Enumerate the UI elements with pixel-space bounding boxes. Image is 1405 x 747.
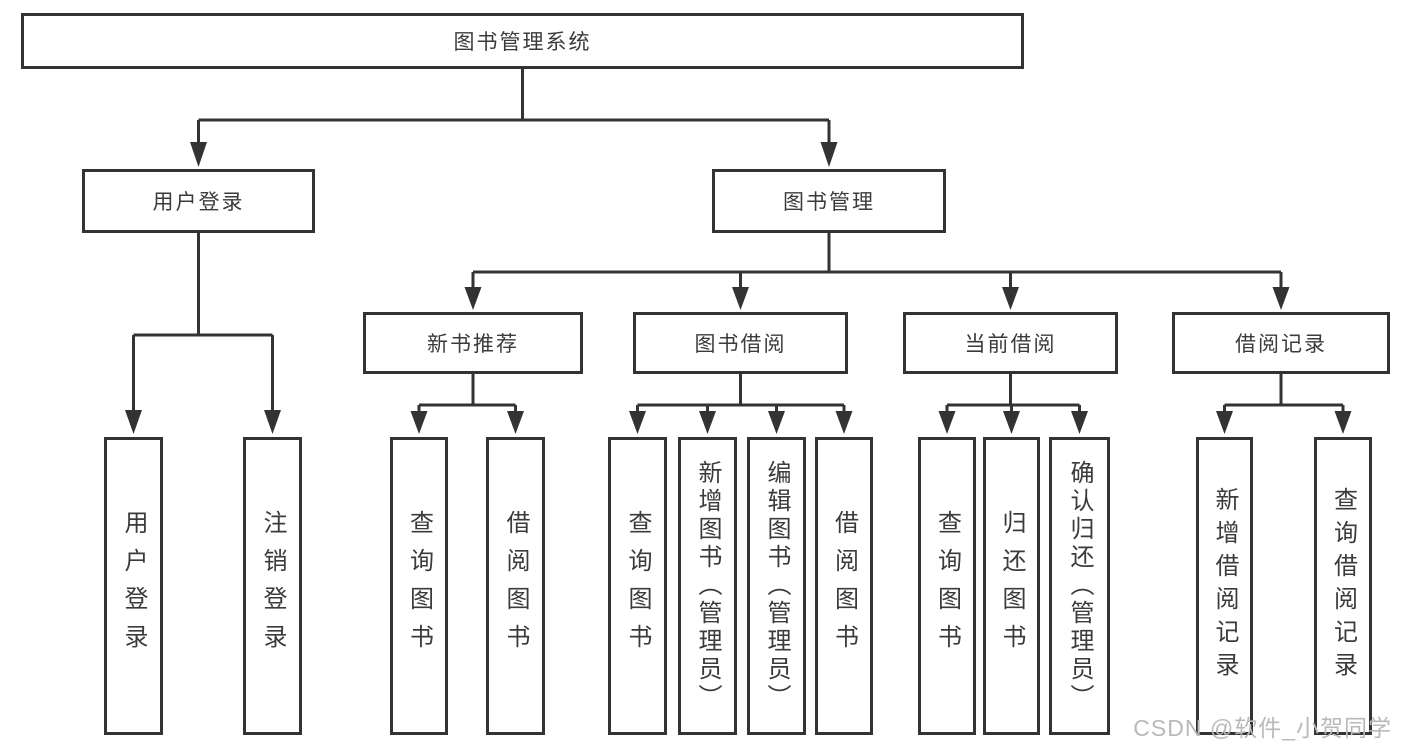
arrow-icon [1334, 411, 1352, 434]
node-label: 注销登录 [259, 510, 286, 662]
arrowheads [125, 142, 1352, 434]
arrow-icon [507, 411, 524, 434]
node-label: 查询图书 [933, 510, 961, 662]
node-label: 图书管理 [783, 191, 875, 214]
csdn-watermark: CSDN @软件_小贺同学 [1133, 715, 1392, 741]
leaf-logout: 注销登录 [243, 437, 302, 735]
leaf-return-books: 归还图书 [983, 437, 1040, 735]
leaf-borrow-books-borrowing: 借阅图书 [815, 437, 873, 735]
node-label: 当前借阅 [964, 333, 1057, 356]
node-library-management-system: 图书管理系统 [21, 13, 1024, 69]
node-label: 新书推荐 [427, 333, 519, 356]
leaf-user-login: 用户登录 [104, 437, 163, 735]
leaf-borrow-books-recommend: 借阅图书 [486, 437, 545, 735]
arrow-icon [1216, 411, 1233, 434]
leaf-add-book-admin: 新增图书（管理员） [678, 437, 737, 735]
arrow-icon [410, 411, 428, 434]
arrow-icon [190, 142, 207, 167]
node-label: 用户登录 [152, 191, 245, 214]
arrow-icon [1071, 411, 1088, 434]
node-borrowing-records: 借阅记录 [1172, 312, 1390, 374]
connector-borrowing-records [1223, 374, 1345, 411]
node-label: 查询图书 [405, 510, 433, 662]
arrow-icon [835, 411, 853, 434]
node-current-borrowing: 当前借阅 [903, 312, 1118, 374]
node-label: 新增借阅记录 [1211, 487, 1238, 685]
arrow-icon [1272, 287, 1290, 310]
node-new-book-recommendation: 新书推荐 [363, 312, 583, 374]
node-book-borrowing: 图书借阅 [633, 312, 848, 374]
node-label: 用户登录 [120, 510, 147, 662]
connector-user-login [132, 233, 274, 410]
connector-new-book-recommendation [417, 374, 517, 411]
leaf-query-books-current: 查询图书 [918, 437, 976, 735]
arrow-icon [125, 410, 142, 434]
arrow-icon [1003, 411, 1020, 434]
leaf-add-borrow-record: 新增借阅记录 [1196, 437, 1253, 735]
node-user-login: 用户登录 [82, 169, 315, 233]
node-book-management: 图书管理 [712, 169, 946, 233]
leaf-query-borrow-record: 查询借阅记录 [1314, 437, 1372, 735]
node-label: 图书借阅 [694, 333, 787, 356]
leaf-confirm-return-admin: 确认归还（管理员） [1049, 437, 1110, 735]
node-label: 借阅记录 [1235, 333, 1327, 356]
node-label: 借阅图书 [502, 510, 529, 662]
arrow-icon [938, 411, 956, 434]
leaf-query-books-borrowing: 查询图书 [608, 437, 667, 735]
arrow-icon [1002, 287, 1019, 310]
node-label: 新增图书（管理员） [694, 460, 721, 712]
node-label: 归还图书 [998, 510, 1025, 662]
arrow-icon [464, 287, 482, 310]
leaf-edit-book-admin: 编辑图书（管理员） [747, 437, 806, 735]
node-label: 编辑图书（管理员） [763, 460, 790, 712]
connector-current-borrowing [945, 374, 1081, 411]
arrow-icon [699, 411, 716, 434]
node-label: 查询借阅记录 [1329, 487, 1357, 685]
leaf-query-books-recommend: 查询图书 [390, 437, 448, 735]
connector-book-borrowing [636, 374, 846, 411]
connector-book-management [471, 233, 1283, 287]
node-label: 图书管理系统 [453, 31, 592, 54]
arrow-icon [820, 142, 838, 167]
node-label: 借阅图书 [830, 510, 858, 662]
arrow-icon [768, 411, 785, 434]
connector-root [197, 69, 831, 142]
node-label: 查询图书 [624, 510, 651, 662]
node-label: 确认归还（管理员） [1066, 460, 1093, 712]
arrow-icon [264, 410, 281, 434]
arrow-icon [629, 411, 646, 434]
arrow-icon [732, 287, 749, 310]
